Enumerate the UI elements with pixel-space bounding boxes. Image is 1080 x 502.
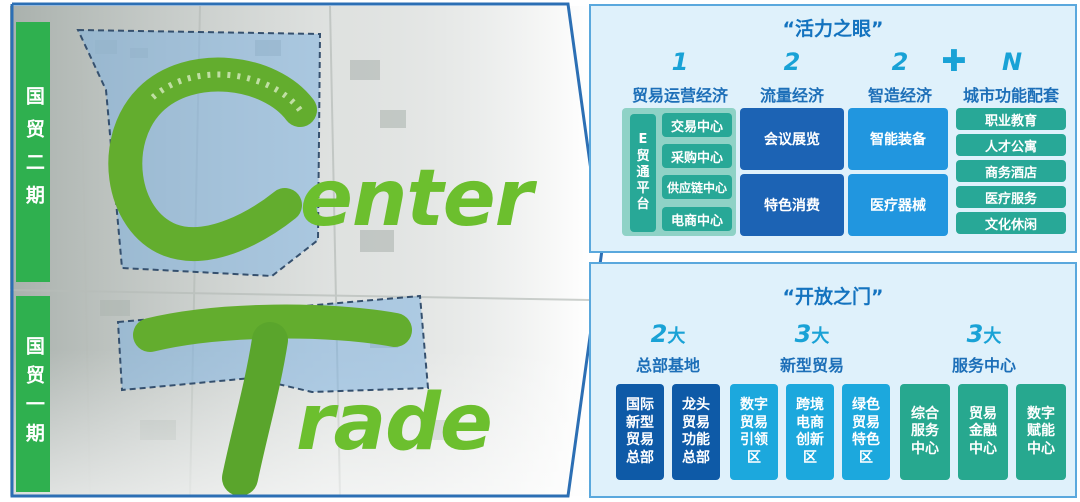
service-item: 数字赋能中心 xyxy=(1016,384,1066,480)
brush-t-bar xyxy=(133,304,412,352)
trade-item: 电商中心 xyxy=(662,207,732,231)
group-num: 3大 xyxy=(794,320,830,348)
category-label: 城市功能配套 xyxy=(962,86,1059,105)
word-center: enter xyxy=(300,154,533,244)
new-trade-item: 绿色贸易特色区 xyxy=(842,384,890,480)
group-num: 2 xyxy=(891,48,909,76)
arrow-frame xyxy=(10,2,604,498)
trade-item: 供应链中心 xyxy=(662,175,732,199)
phase2-label: 国贸二期 xyxy=(16,22,50,282)
city-item: 文化休闲 xyxy=(956,212,1066,234)
phase1-label: 国贸一期 xyxy=(16,296,50,492)
category-label: 服务中心 xyxy=(951,356,1016,375)
new-trade-item: 数字贸易引领区 xyxy=(730,384,778,480)
word-trade: rade xyxy=(296,378,493,468)
flow-item: 会议展览 xyxy=(740,108,844,170)
hq-item: 龙头贸易功能总部 xyxy=(672,384,720,480)
group-num: 2 xyxy=(783,48,801,76)
category-label: 智造经济 xyxy=(867,86,932,105)
service-item: 贸易金融中心 xyxy=(958,384,1008,480)
site-map xyxy=(9,5,591,497)
vitality-title: “活力之眼” xyxy=(782,18,884,40)
smart-item: 医疗器械 xyxy=(848,174,948,236)
flow-item: 特色消费 xyxy=(740,174,844,236)
city-item: 人才公寓 xyxy=(956,134,1066,156)
city-item: 职业教育 xyxy=(956,108,1066,130)
hq-item: 国际新型贸易总部 xyxy=(616,384,664,480)
category-label: 流量经济 xyxy=(759,86,824,105)
group-num: 2大 xyxy=(650,320,686,348)
brush-t-stem xyxy=(222,322,288,496)
smart-item: 智能装备 xyxy=(848,108,948,170)
category-label: 贸易运营经济 xyxy=(631,86,728,105)
city-item: 医疗服务 xyxy=(956,186,1066,208)
group-num: N xyxy=(1001,48,1023,76)
category-label: 新型贸易 xyxy=(779,356,844,375)
trade-item: 采购中心 xyxy=(662,144,732,168)
group-num: 1 xyxy=(671,48,689,76)
new-trade-item: 跨境电商创新区 xyxy=(786,384,834,480)
trade-item: 交易中心 xyxy=(662,113,732,137)
gate-title: “开放之门” xyxy=(782,286,884,308)
plus-icon: ✚ xyxy=(941,44,967,79)
brush-c-stroke xyxy=(108,57,317,261)
group-num: 3大 xyxy=(966,320,1002,348)
city-item: 商务酒店 xyxy=(956,160,1066,182)
service-item: 综合服务中心 xyxy=(900,384,950,480)
category-label: 总部基地 xyxy=(635,356,700,375)
